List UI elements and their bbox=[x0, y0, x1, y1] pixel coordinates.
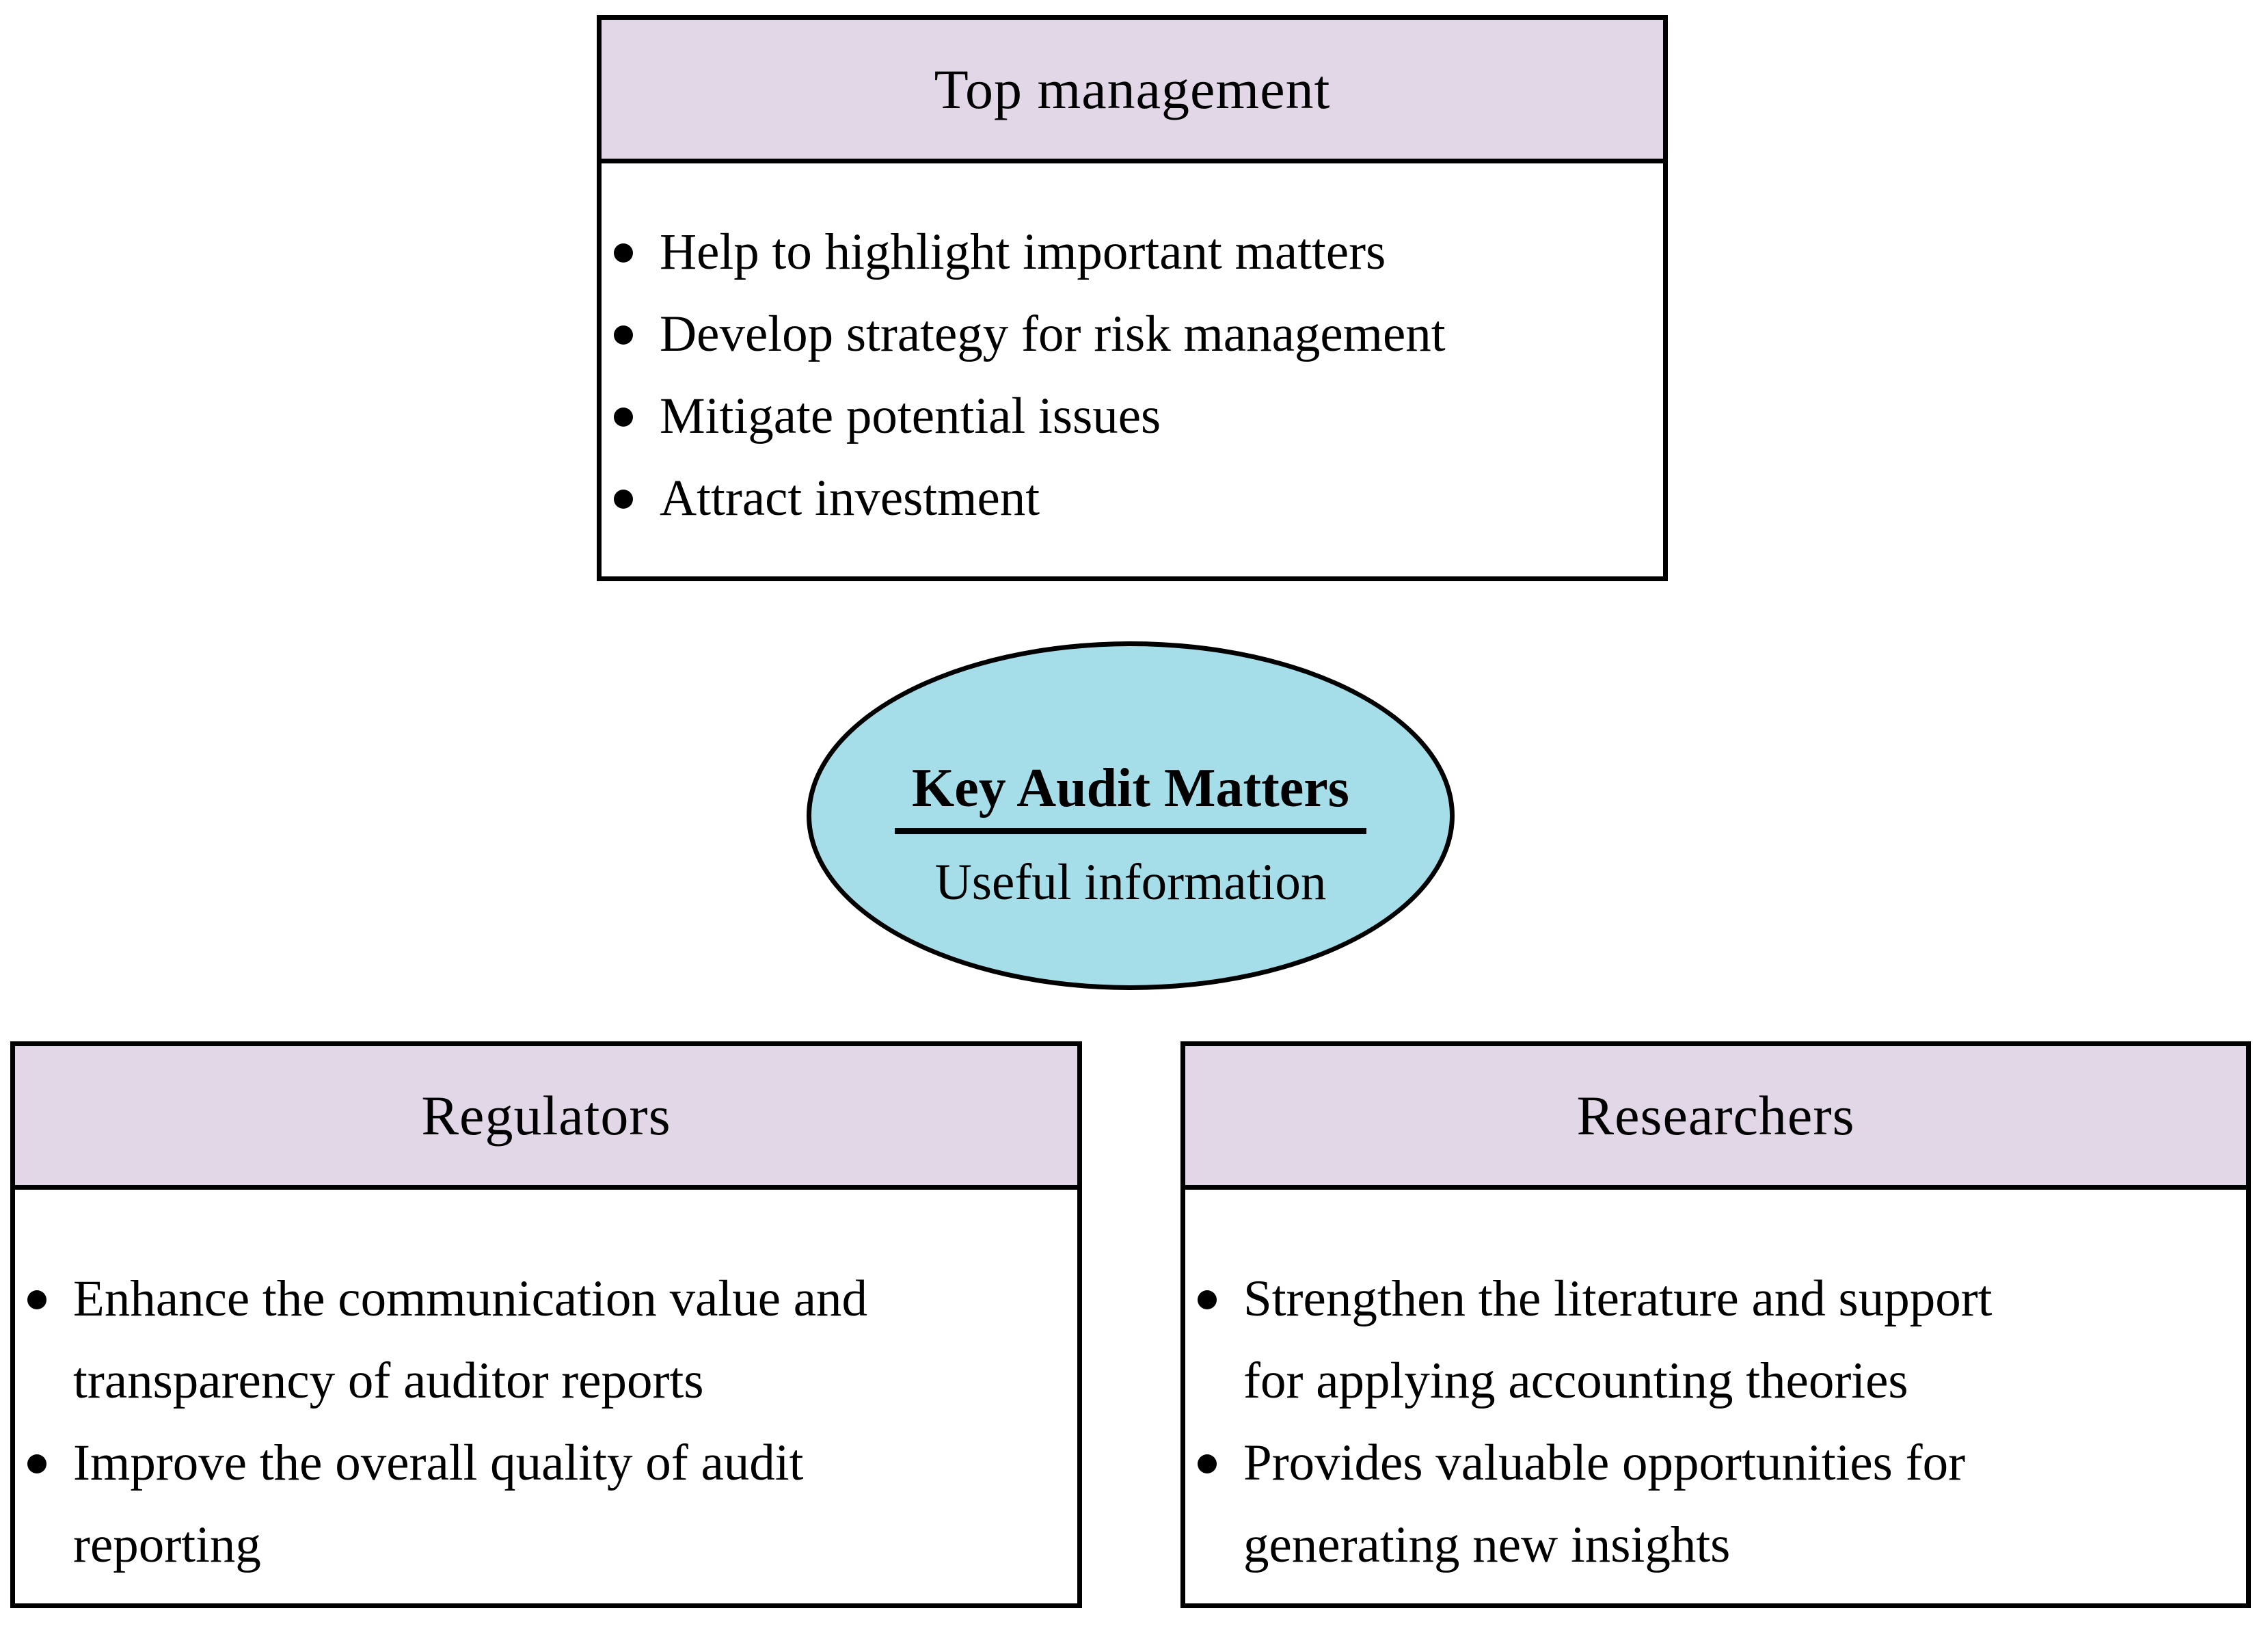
bullet-item: Enhance the communication value and tran… bbox=[15, 1258, 1053, 1422]
researchers-header: Researchers bbox=[1185, 1046, 2246, 1190]
key-audit-matters-title: Key Audit Matters bbox=[895, 758, 1366, 834]
top-management-title: Top management bbox=[934, 57, 1331, 120]
bullet-item: Help to highlight important matters bbox=[602, 211, 1639, 293]
bullet-item: Strengthen the literature and support fo… bbox=[1185, 1258, 2222, 1422]
regulators-box: Regulators Enhance the communication val… bbox=[10, 1041, 1082, 1608]
researchers-title: Researchers bbox=[1576, 1084, 1855, 1147]
top-management-header: Top management bbox=[602, 20, 1663, 163]
useful-information-label: Useful information bbox=[934, 853, 1327, 911]
researchers-box: Researchers Strengthen the literature an… bbox=[1180, 1041, 2251, 1608]
top-management-box: Top management Help to highlight importa… bbox=[597, 15, 1668, 581]
key-audit-matters-ellipse: Key Audit Matters Useful information bbox=[807, 641, 1455, 990]
researchers-bullet-list: Strengthen the literature and support fo… bbox=[1185, 1190, 2246, 1586]
bullet-item: Mitigate potential issues bbox=[602, 375, 1639, 457]
bullet-item: Attract investment bbox=[602, 457, 1639, 539]
bullet-item: Develop strategy for risk management bbox=[602, 293, 1639, 375]
bullet-item: Improve the overall quality of audit rep… bbox=[15, 1422, 1053, 1586]
regulators-bullet-list: Enhance the communication value and tran… bbox=[15, 1190, 1077, 1586]
bullet-item: Provides valuable opportunities for gene… bbox=[1185, 1422, 2222, 1586]
regulators-title: Regulators bbox=[421, 1084, 671, 1147]
regulators-header: Regulators bbox=[15, 1046, 1077, 1190]
